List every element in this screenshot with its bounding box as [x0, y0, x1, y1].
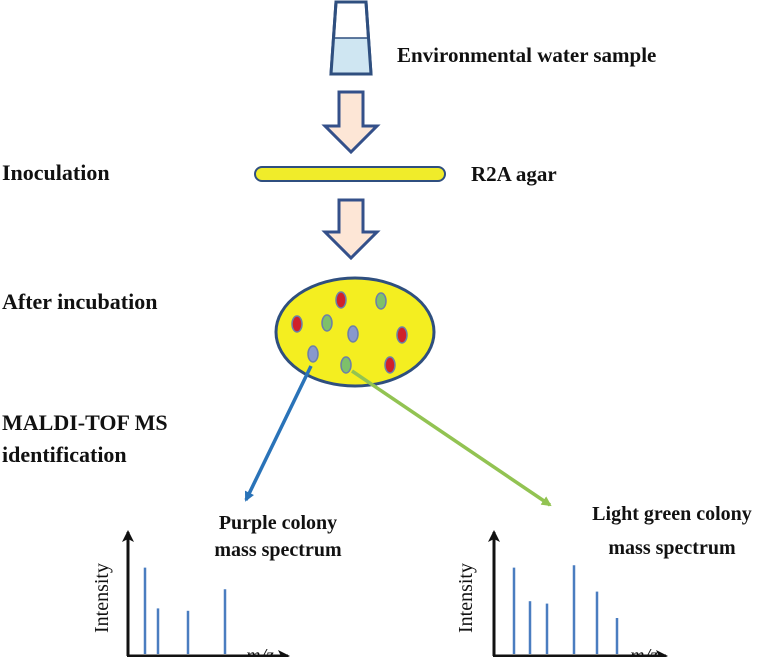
purple-colony: [347, 325, 359, 343]
colonies: [291, 291, 408, 374]
down-arrow-icon: [321, 90, 381, 155]
inoculation-label: Inoculation: [2, 160, 110, 185]
down-arrow-icon: [321, 198, 381, 261]
peaks: [512, 565, 619, 654]
maldi-label: MALDI-TOF MS: [2, 410, 168, 435]
spectrum-subtitle: mass spectrum: [214, 539, 342, 561]
identification-label: identification: [2, 442, 127, 467]
purple-spectrum: Purple colony mass spectrum Intensity m/…: [91, 512, 342, 657]
green-colony-arrow: [351, 369, 552, 507]
sample-tube-icon: [329, 0, 373, 76]
red-colony: [291, 315, 303, 333]
green-colony: [375, 292, 387, 310]
agar-plate-icon: [254, 166, 446, 182]
spectrum-title: Light green colony: [592, 503, 752, 525]
y-axis-label: Intensity: [91, 563, 113, 633]
agar-label: R2A agar: [471, 162, 557, 186]
spectrum-subtitle: mass spectrum: [608, 537, 736, 559]
purple-colony: [307, 345, 319, 363]
sample-label: Environmental water sample: [397, 43, 656, 67]
x-axis-label: m/z: [246, 645, 274, 657]
peaks: [143, 567, 227, 654]
red-colony: [396, 326, 408, 344]
green-spectrum: Light green colony mass spectrum Intensi…: [455, 503, 752, 657]
red-colony: [335, 291, 347, 309]
green-colony: [340, 356, 352, 374]
green-colony: [321, 314, 333, 332]
after-incubation-label: After incubation: [2, 289, 157, 314]
x-axis-label: m/z: [630, 645, 658, 657]
purple-colony-arrow: [244, 365, 313, 502]
spectrum-title: Purple colony: [219, 512, 337, 534]
y-axis-label: Intensity: [455, 563, 477, 633]
red-colony: [384, 356, 396, 374]
